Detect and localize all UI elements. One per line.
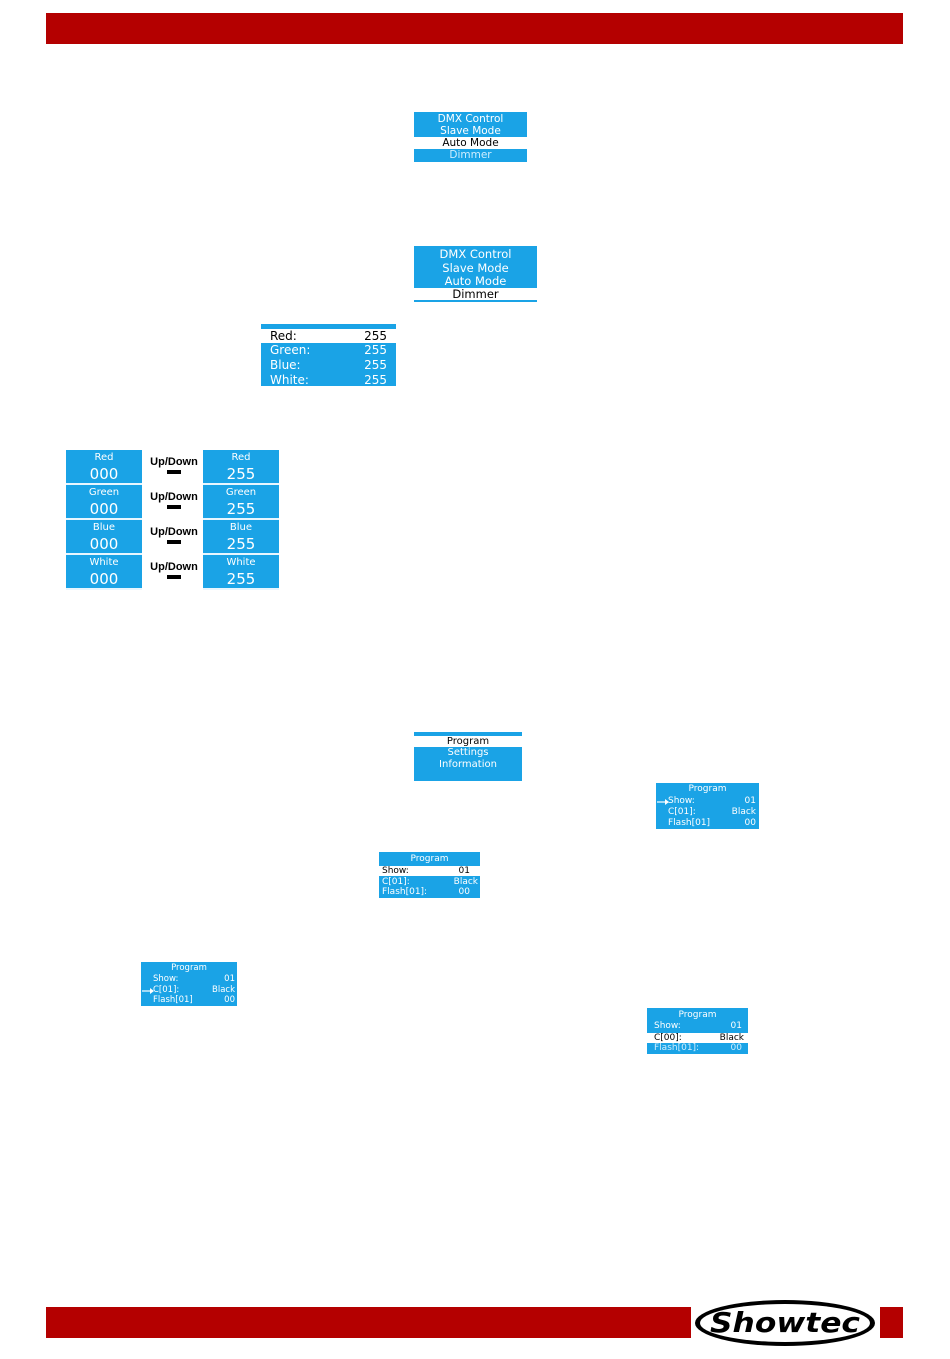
channel-label: Red: bbox=[270, 329, 297, 343]
main-menu: Program Settings Information bbox=[414, 732, 522, 781]
footer-bar-end bbox=[880, 1307, 903, 1338]
tile-blue-before: Blue 000 bbox=[66, 520, 142, 555]
program-title: Program bbox=[678, 1010, 717, 1020]
tile-red-before: Red 000 bbox=[66, 450, 142, 485]
tile-value: 000 bbox=[89, 500, 119, 518]
up-down-label: Up/Down bbox=[139, 526, 209, 544]
program-row: C[01]: Black bbox=[141, 985, 237, 996]
menu-row: Information bbox=[439, 759, 497, 770]
up-down-label: Up/Down bbox=[139, 491, 209, 509]
footer-bar bbox=[46, 1307, 691, 1338]
program-row: C[01]: Black bbox=[668, 807, 756, 817]
program-row-selected: C[00]: Black bbox=[647, 1033, 748, 1043]
menu-row-selected: Program bbox=[414, 736, 522, 747]
tile-value: 000 bbox=[89, 535, 119, 553]
channel-label: White: bbox=[270, 373, 309, 387]
channel-label: Blue: bbox=[270, 358, 301, 372]
tile-label: Red bbox=[94, 452, 114, 463]
menu-row: Slave Mode bbox=[440, 125, 501, 137]
showtec-logo: Showtec bbox=[695, 1300, 875, 1346]
channel-value: 255 bbox=[364, 329, 387, 343]
menu-row-selected: Dimmer bbox=[414, 288, 537, 300]
program-row: Show: 01 bbox=[654, 1021, 742, 1031]
up-down-label: Up/Down bbox=[139, 561, 209, 579]
program-row: Flash[01] 00 bbox=[668, 818, 756, 828]
channel-value: 255 bbox=[364, 358, 387, 372]
menu-row: Dimmer bbox=[449, 149, 492, 161]
tile-blue-after: Blue 255 bbox=[203, 520, 279, 555]
program-row: Show: 01 bbox=[656, 796, 759, 807]
program-screen-color-arrow: Program Show: 01 C[01]: Black Flash[01] … bbox=[141, 962, 237, 1006]
menu-row-selected: Auto Mode bbox=[414, 137, 527, 149]
tile-label: Blue bbox=[92, 522, 116, 533]
channel-value: 255 bbox=[364, 373, 387, 387]
tile-label: White bbox=[226, 557, 256, 568]
menu-row: Auto Mode bbox=[444, 274, 507, 288]
program-screen-show-selected: Program Show: 01 C[01]: Black Flash[01]:… bbox=[379, 852, 480, 898]
menu-row: Settings bbox=[447, 747, 489, 758]
dimmer-row-blue: Blue: 255 bbox=[261, 358, 396, 373]
channel-value: 255 bbox=[364, 343, 387, 357]
program-row: Show: 01 bbox=[153, 974, 235, 984]
menu-row: Slave Mode bbox=[442, 261, 509, 275]
tile-label: White bbox=[89, 557, 119, 568]
arrow-right-icon bbox=[142, 988, 154, 994]
tile-label: Red bbox=[231, 452, 251, 463]
program-row: C[01]: Black bbox=[382, 877, 478, 887]
menu-row: DMX Control bbox=[439, 247, 512, 261]
program-title: Program bbox=[410, 854, 449, 864]
program-row: Flash[01]: 00 bbox=[654, 1043, 742, 1053]
program-title: Program bbox=[688, 784, 727, 794]
logo-text: Showtec bbox=[710, 1306, 860, 1339]
program-screen-show-arrow: Program Show: 01 C[01]: Black Flash[01] … bbox=[656, 783, 759, 829]
program-screen-color-selected: Program Show: 01 C[00]: Black Flash[01]:… bbox=[647, 1008, 748, 1054]
dimmer-row-white: White: 255 bbox=[261, 373, 396, 387]
tile-label: Green bbox=[88, 487, 120, 498]
tile-red-after: Red 255 bbox=[203, 450, 279, 485]
up-down-label: Up/Down bbox=[139, 456, 209, 474]
mode-menu-dimmer: DMX Control Slave Mode Auto Mode Dimmer bbox=[414, 246, 537, 302]
dimmer-screen: Red: 255 Green: 255 Blue: 255 White: 255 bbox=[261, 324, 396, 387]
program-row: Flash[01] 00 bbox=[153, 995, 235, 1005]
tile-label: Green bbox=[225, 487, 257, 498]
dimmer-row-red: Red: 255 bbox=[261, 329, 396, 343]
tile-value: 000 bbox=[89, 465, 119, 483]
tile-value: 255 bbox=[226, 465, 256, 483]
arrow-right-icon bbox=[657, 799, 669, 805]
program-row-selected: Show: 01 bbox=[379, 866, 480, 876]
tile-green-before: Green 000 bbox=[66, 485, 142, 520]
program-row: Flash[01]: 00 bbox=[382, 887, 470, 897]
tile-label: Blue bbox=[229, 522, 253, 533]
header-bar bbox=[46, 13, 903, 44]
tile-white-after: White 255 bbox=[203, 555, 279, 590]
tile-value: 255 bbox=[226, 570, 256, 588]
mode-menu-auto: DMX Control Slave Mode Auto Mode Dimmer bbox=[414, 112, 527, 162]
tile-value: 000 bbox=[89, 570, 119, 588]
tile-value: 255 bbox=[226, 500, 256, 518]
tile-white-before: White 000 bbox=[66, 555, 142, 590]
tile-green-after: Green 255 bbox=[203, 485, 279, 520]
tile-value: 255 bbox=[226, 535, 256, 553]
program-title: Program bbox=[171, 963, 207, 973]
channel-label: Green: bbox=[270, 343, 311, 357]
menu-row: DMX Control bbox=[437, 113, 504, 125]
dimmer-row-green: Green: 255 bbox=[261, 343, 396, 358]
